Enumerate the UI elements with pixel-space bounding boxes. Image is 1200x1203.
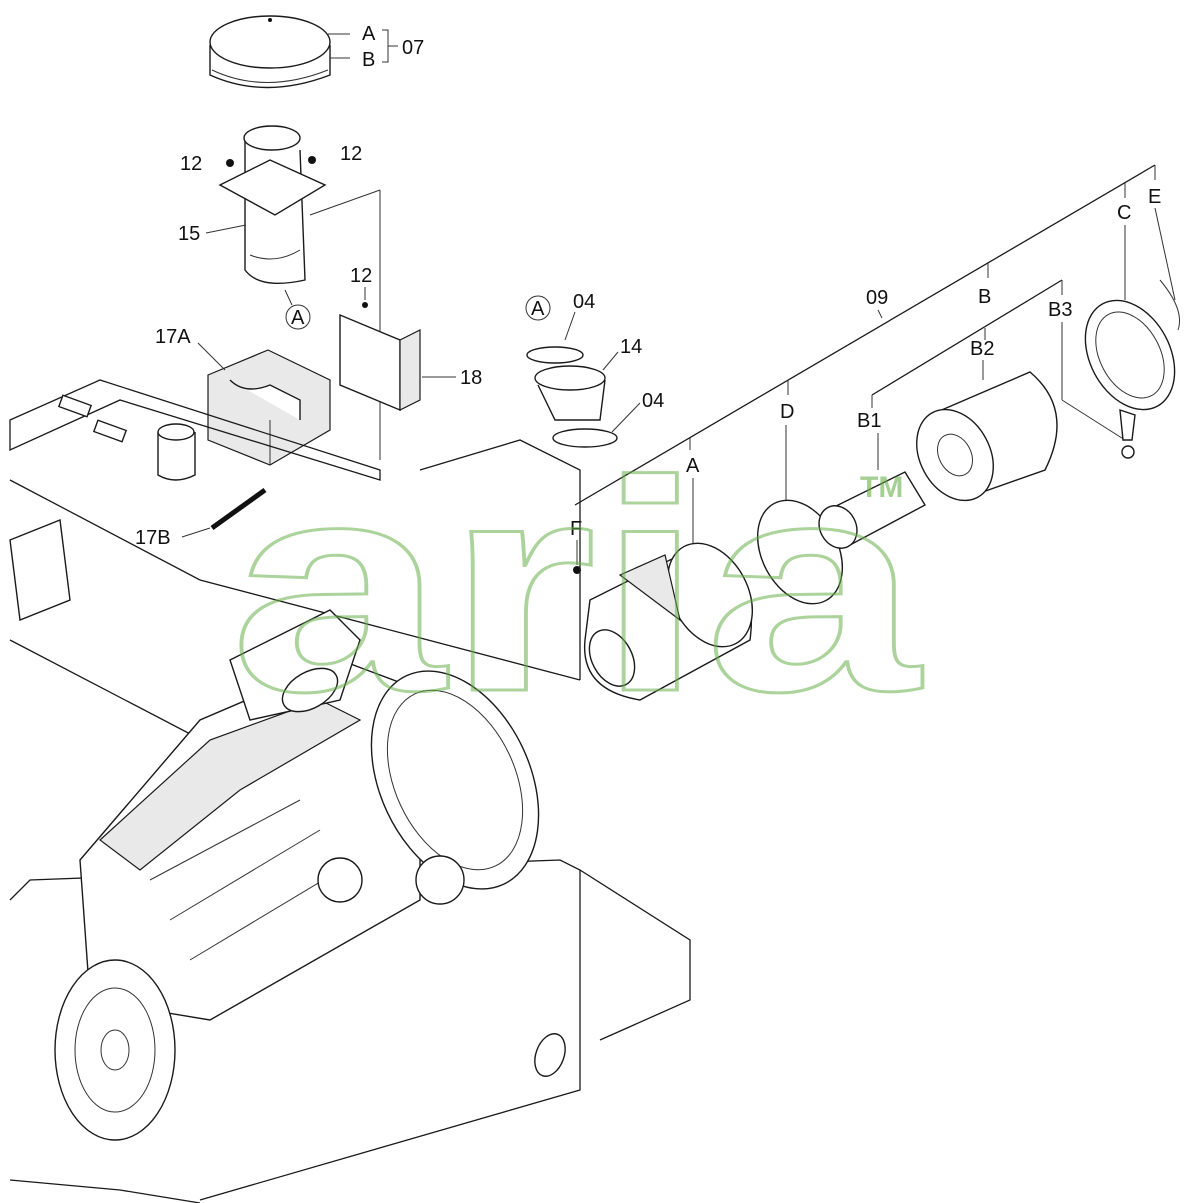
main-filter-b2[interactable] bbox=[902, 371, 1058, 514]
reference-a-circle bbox=[525, 295, 551, 321]
callout-07-b: B bbox=[362, 49, 375, 71]
pulley bbox=[54, 959, 176, 1141]
callout-c: C bbox=[1117, 202, 1131, 224]
bolt-icon bbox=[226, 159, 234, 167]
flywheel-housing bbox=[370, 670, 540, 890]
strap-17b[interactable] bbox=[210, 487, 267, 531]
callout-07-a: A bbox=[362, 23, 376, 45]
callout-14: 14 bbox=[620, 336, 642, 358]
callout-d: D bbox=[780, 401, 794, 423]
bolt-icon bbox=[308, 156, 316, 164]
callout-09: 09 bbox=[866, 287, 888, 309]
callout-04-top: 04 bbox=[573, 291, 595, 313]
callout-a: A bbox=[686, 455, 700, 477]
engine bbox=[54, 609, 540, 1141]
reference-a-label-2: A bbox=[531, 298, 545, 320]
callout-17a: 17A bbox=[155, 326, 191, 348]
watermark: aria TM bbox=[229, 417, 924, 756]
bracket-plate-18[interactable] bbox=[339, 302, 421, 412]
cover-clamp-c[interactable] bbox=[1067, 285, 1192, 459]
callout-12-right: 12 bbox=[340, 143, 362, 165]
safety-filter-b1[interactable] bbox=[812, 471, 926, 555]
callout-17b: 17B bbox=[135, 527, 171, 549]
intake-pipe[interactable] bbox=[218, 125, 327, 285]
watermark-tm: TM bbox=[860, 471, 903, 504]
seal-ring-bottom[interactable] bbox=[552, 428, 618, 448]
reference-a-label: A bbox=[291, 307, 305, 329]
callout-e: E bbox=[1148, 186, 1161, 208]
callout-04-bottom: 04 bbox=[642, 390, 664, 412]
callout-f: F bbox=[570, 518, 582, 540]
callout-b3: B3 bbox=[1048, 299, 1072, 321]
sleeve-14[interactable] bbox=[534, 365, 606, 421]
callout-b: B bbox=[978, 286, 991, 308]
callout-12-left: 12 bbox=[180, 153, 202, 175]
air-cleaner-housing[interactable] bbox=[573, 529, 769, 701]
callout-12-bracket: 12 bbox=[350, 265, 372, 287]
chassis-frame bbox=[9, 379, 691, 1203]
callout-07: 07 bbox=[402, 37, 424, 59]
precleaner-cap[interactable] bbox=[209, 15, 331, 89]
watermark-text: aria bbox=[230, 418, 922, 754]
callout-b2: B2 bbox=[970, 338, 994, 360]
reference-a-circle bbox=[285, 304, 311, 330]
callout-18: 18 bbox=[460, 367, 482, 389]
callout-b1: B1 bbox=[857, 410, 881, 432]
seal-ring-top[interactable] bbox=[526, 346, 584, 364]
callout-15: 15 bbox=[178, 223, 200, 245]
vacuator-valve-e[interactable] bbox=[1159, 279, 1180, 331]
